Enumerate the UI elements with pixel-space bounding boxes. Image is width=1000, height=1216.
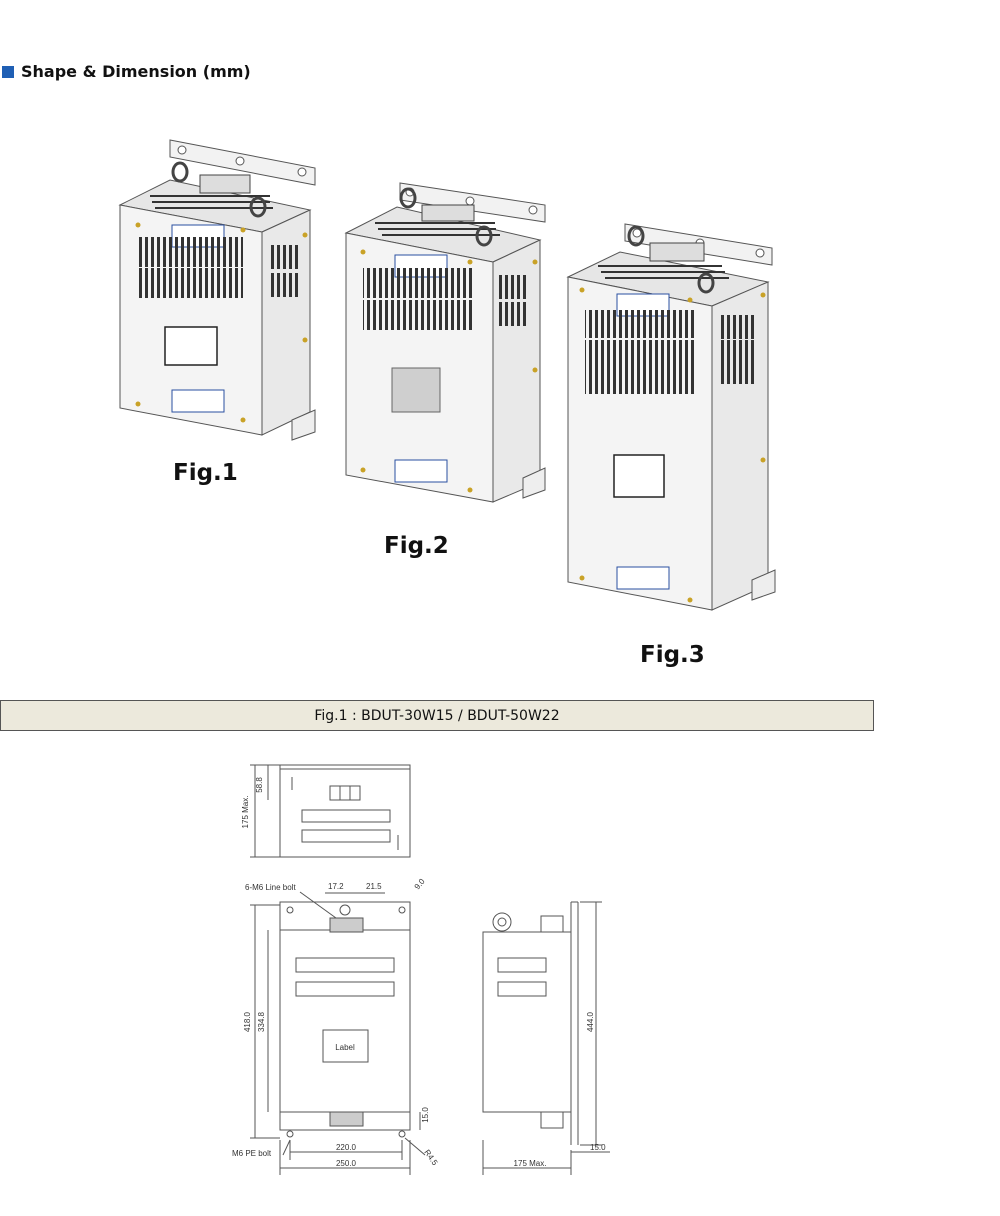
pe-bolt-label: M6 PE bolt (232, 1149, 272, 1158)
fig2-unit-illustration (344, 182, 546, 503)
dim-175-max-side: 175 Max. (514, 1159, 547, 1168)
side-view (482, 901, 610, 1175)
line-bolt-label: 6-M6 Line bolt (245, 883, 296, 892)
dim-418: 418.0 (243, 1011, 252, 1032)
front-view (250, 891, 426, 1175)
label-box-text: Label (335, 1043, 355, 1052)
fig3-label: Fig.3 (640, 642, 705, 668)
front-view-vents (295, 957, 395, 997)
dim-220: 220.0 (336, 1143, 357, 1152)
section-title: Shape & Dimension (mm) (2, 62, 251, 81)
dim-175-max-top: 175 Max. (241, 796, 250, 829)
top-view-vents (301, 809, 391, 843)
fig1-unit-illustration (118, 139, 316, 441)
side-view-vents (497, 957, 547, 997)
dim-hole-9: 9.0 (413, 877, 427, 892)
section-marker-icon (2, 65, 14, 78)
fig1-caption-bar: Fig.1 : BDUT-30W15 / BDUT-50W22 (0, 700, 874, 731)
fig2-label: Fig.2 (384, 533, 449, 559)
fig1-label: Fig.1 (173, 460, 238, 486)
dim-444: 444.0 (586, 1011, 595, 1032)
dim-334-8: 334.8 (257, 1011, 266, 1032)
dim-15-front: 15.0 (421, 1107, 430, 1123)
section-title-text: Shape & Dimension (mm) (21, 62, 251, 81)
dim-58-8: 58.8 (255, 777, 264, 793)
dim-17-2: 17.2 (328, 882, 344, 891)
dimension-drawing: 58.8 175 Max. 6-M6 Line bolt 17.2 21.5 9… (232, 764, 610, 1175)
dim-15-side: 15.0 (590, 1143, 606, 1152)
dim-21-5: 21.5 (366, 882, 382, 891)
fig1-caption-text: Fig.1 : BDUT-30W15 / BDUT-50W22 (314, 707, 560, 724)
top-view (250, 764, 411, 858)
fig3-unit-illustration (566, 223, 776, 611)
dim-r4-5: R4.5 (422, 1148, 439, 1167)
dim-250: 250.0 (336, 1159, 357, 1168)
product-illustrations (118, 139, 776, 611)
